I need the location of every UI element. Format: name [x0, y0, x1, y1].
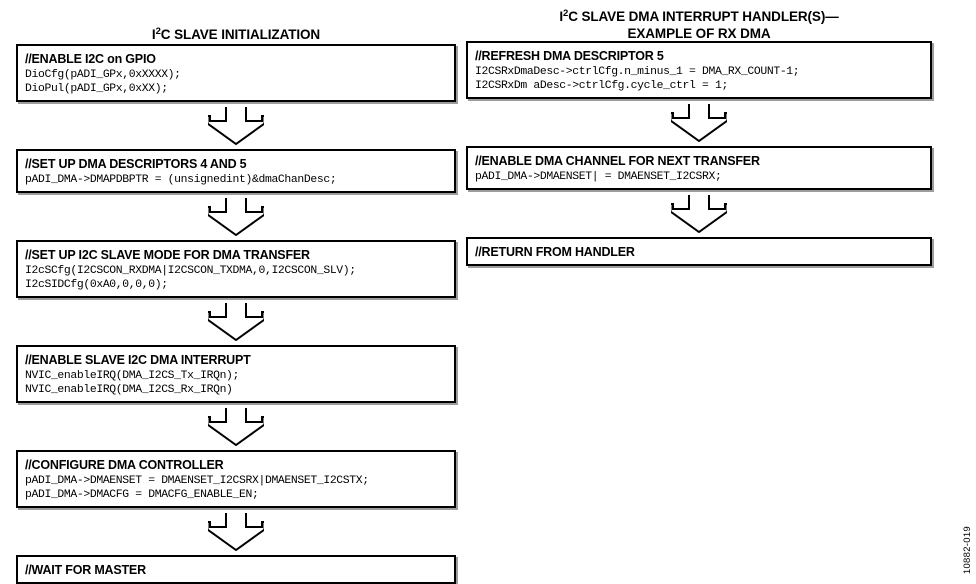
process-box-code: NVIC_enableIRQ(DMA_I2CS_Tx_IRQn); NVIC_e… — [25, 370, 240, 396]
process-box: //ENABLE DMA CHANNEL FOR NEXT TRANSFER pA… — [466, 146, 932, 190]
flow-arrow-down-icon — [16, 107, 456, 145]
title-suffix: C SLAVE DMA INTERRUPT HANDLER(S)— — [568, 9, 839, 24]
process-box-heading: //SET UP DMA DESCRIPTORS 4 AND 5 — [25, 157, 247, 171]
column-title-interrupt-handler: I2C SLAVE DMA INTERRUPT HANDLER(S)— EXAM… — [466, 0, 932, 41]
figure-id-label: 10882-019 — [962, 525, 973, 574]
process-box-code: pADI_DMA->DMAPDBPTR = (unsignedint)&dmaC… — [25, 174, 337, 186]
column-title-line2: EXAMPLE OF RX DMA — [627, 26, 771, 41]
title-superscript: 2 — [155, 26, 161, 37]
process-box-code: DioCfg(pADI_GPx,0xXXXX); DioPul(pADI_GPx… — [25, 69, 181, 95]
process-box-code: pADI_DMA->DMAENSET = DMAENSET_I2CSRX|DMA… — [25, 475, 369, 501]
column-title-line1: I2C SLAVE DMA INTERRUPT HANDLER(S)— — [559, 8, 839, 24]
title-superscript: 2 — [563, 8, 569, 19]
process-box-code: I2CSRxDmaDesc->ctrlCfg.n_minus_1 = DMA_R… — [475, 66, 800, 92]
flow-arrow-down-icon — [466, 195, 932, 233]
process-box: //CONFIGURE DMA CONTROLLER pADI_DMA->DMAE… — [16, 450, 456, 508]
title-prefix: I — [151, 27, 156, 42]
process-box-code: pADI_DMA->DMAENSET| = DMAENSET_I2CSRX; — [475, 171, 722, 183]
flow-body-interrupt-handler: //REFRESH DMA DESCRIPTOR 5 I2CSRxDmaDesc-… — [466, 41, 932, 266]
process-box-heading: //ENABLE DMA CHANNEL FOR NEXT TRANSFER — [475, 154, 760, 168]
flow-arrow-down-icon — [16, 408, 456, 446]
process-box: //SET UP DMA DESCRIPTORS 4 AND 5 pADI_DMA… — [16, 149, 456, 193]
process-box-heading: //ENABLE I2C on GPIO — [25, 52, 156, 66]
column-i2c-slave-initialization: I2C SLAVE INITIALIZATION //ENABLE I2C on… — [16, 0, 456, 584]
process-box-heading: //RETURN FROM HANDLER — [475, 245, 635, 259]
title-prefix: I — [559, 9, 563, 24]
process-box-heading: //REFRESH DMA DESCRIPTOR 5 — [475, 49, 664, 63]
flow-arrow-down-icon — [16, 303, 456, 341]
process-box: //SET UP I2C SLAVE MODE FOR DMA TRANSFER… — [16, 240, 456, 298]
flow-body-initialization: //ENABLE I2C on GPIO DioCfg(pADI_GPx,0xXX… — [16, 44, 456, 584]
column-title-line1: I2C SLAVE INITIALIZATION — [151, 26, 321, 42]
flow-arrow-down-icon — [16, 198, 456, 236]
process-box-heading: //WAIT FOR MASTER — [25, 563, 146, 577]
process-box: //ENABLE SLAVE I2C DMA INTERRUPT NVIC_ena… — [16, 345, 456, 403]
column-title-initialization: I2C SLAVE INITIALIZATION — [16, 0, 456, 44]
process-box-heading: //ENABLE SLAVE I2C DMA INTERRUPT — [25, 353, 251, 367]
process-box: //REFRESH DMA DESCRIPTOR 5 I2CSRxDmaDesc-… — [466, 41, 932, 99]
process-box-heading: //SET UP I2C SLAVE MODE FOR DMA TRANSFER — [25, 248, 310, 262]
process-box-code: I2cSCfg(I2CSCON_RXDMA|I2CSCON_TXDMA,0,I2… — [25, 265, 356, 291]
title-suffix: C SLAVE INITIALIZATION — [160, 27, 321, 42]
process-box-heading: //CONFIGURE DMA CONTROLLER — [25, 458, 224, 472]
process-box: //ENABLE I2C on GPIO DioCfg(pADI_GPx,0xXX… — [16, 44, 456, 102]
flow-arrow-down-icon — [466, 104, 932, 142]
column-i2c-slave-dma-interrupt-handler: I2C SLAVE DMA INTERRUPT HANDLER(S)— EXAM… — [466, 0, 932, 266]
flow-arrow-down-icon — [16, 513, 456, 551]
process-box: //RETURN FROM HANDLER — [466, 237, 932, 266]
